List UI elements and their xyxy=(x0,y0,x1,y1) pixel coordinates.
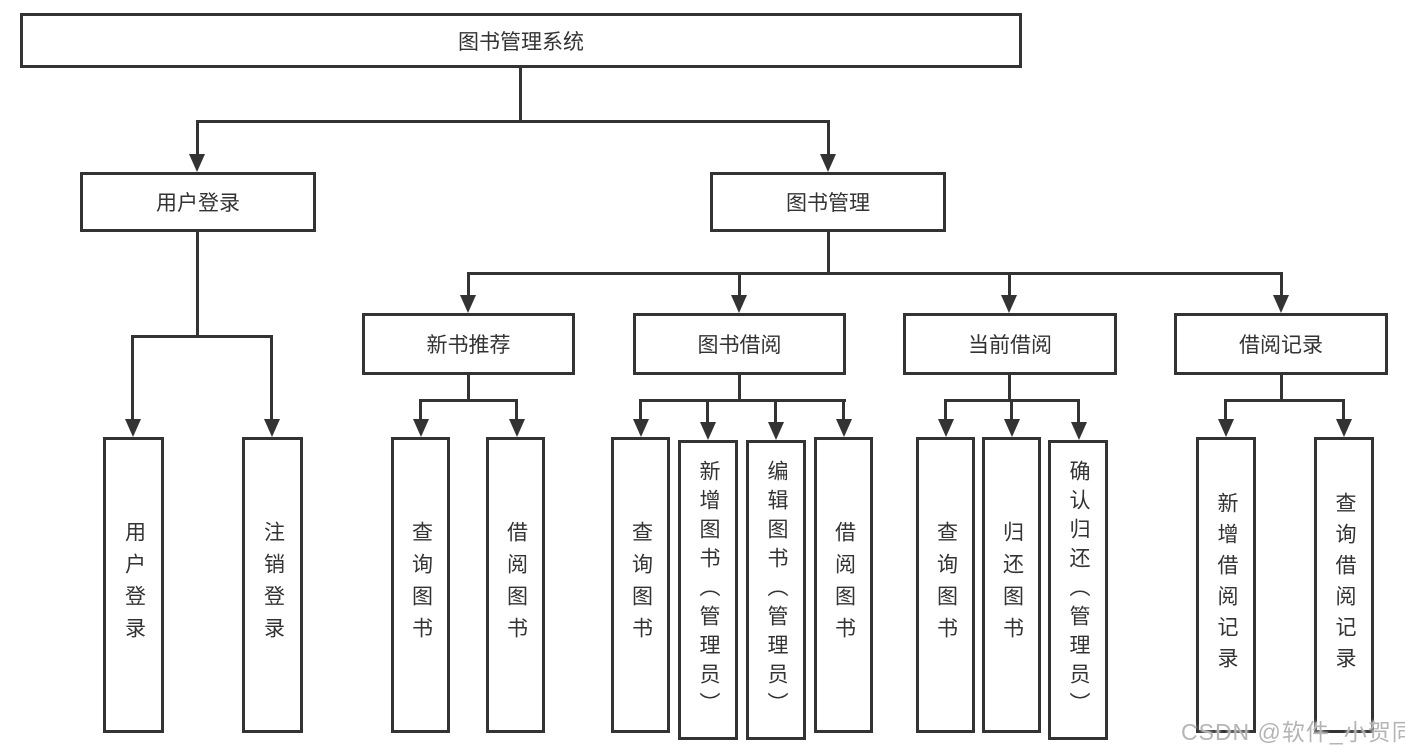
node-book-management: 图书管理 xyxy=(710,172,946,232)
node-label: 借阅图书 xyxy=(832,521,856,649)
node-user-login: 用户登录 xyxy=(80,172,316,232)
leaf-edit-book-admin: 编辑图书（管理员） xyxy=(746,440,806,740)
arrow-down-icon xyxy=(509,419,525,437)
leaf-query-books-2: 查询图书 xyxy=(611,437,670,733)
connector-line xyxy=(706,399,709,423)
node-label: 新增图书（管理员） xyxy=(697,459,720,721)
leaf-query-borrow-record: 查询借阅记录 xyxy=(1314,437,1374,733)
connector-line xyxy=(639,399,846,402)
connector-line xyxy=(738,375,741,402)
node-label: 图书管理系统 xyxy=(458,30,584,54)
connector-line xyxy=(1077,399,1080,423)
csdn-watermark: CSDN @软件_小贺同学 xyxy=(1181,719,1405,745)
connector-line xyxy=(515,399,518,423)
connector-line xyxy=(270,335,273,423)
connector-line xyxy=(1280,272,1283,299)
connector-line xyxy=(1008,375,1011,402)
node-label: 图书管理 xyxy=(786,192,870,215)
node-label: 查询图书 xyxy=(934,521,958,649)
arrow-down-icon xyxy=(820,154,836,172)
node-label: 当前借阅 xyxy=(968,334,1052,357)
arrow-down-icon xyxy=(836,419,852,437)
node-label: 编辑图书（管理员） xyxy=(765,459,788,721)
leaf-add-book-admin: 新增图书（管理员） xyxy=(678,440,738,740)
connector-line xyxy=(131,335,134,423)
arrow-down-icon xyxy=(189,154,205,172)
connector-line xyxy=(196,120,830,123)
arrow-down-icon xyxy=(1218,419,1234,437)
arrow-down-icon xyxy=(1336,419,1352,437)
connector-line xyxy=(842,399,845,423)
node-label: 借阅记录 xyxy=(1239,334,1323,357)
connector-line xyxy=(774,399,777,423)
connector-line xyxy=(639,399,642,423)
node-new-book-recommend: 新书推荐 xyxy=(362,313,575,375)
connector-line xyxy=(1342,399,1345,423)
connector-line xyxy=(738,272,741,299)
connector-line xyxy=(1010,399,1013,423)
leaf-query-books-3: 查询图书 xyxy=(916,437,975,733)
leaf-user-login: 用户登录 xyxy=(103,437,164,733)
arrow-down-icon xyxy=(768,422,784,440)
connector-line xyxy=(419,399,518,402)
arrow-down-icon xyxy=(1273,295,1289,313)
connector-line xyxy=(467,375,470,402)
arrow-down-icon xyxy=(1001,295,1017,313)
leaf-borrow-books-1: 借阅图书 xyxy=(486,437,545,733)
node-label: 新书推荐 xyxy=(426,334,511,357)
node-label: 查询图书 xyxy=(629,521,653,649)
arrow-down-icon xyxy=(460,295,476,313)
connector-line xyxy=(1008,272,1011,299)
node-book-borrow: 图书借阅 xyxy=(633,313,846,375)
leaf-query-books-1: 查询图书 xyxy=(391,437,450,733)
node-label: 新增借阅记录 xyxy=(1215,492,1238,678)
arrow-down-icon xyxy=(264,419,280,437)
arrow-down-icon xyxy=(633,419,649,437)
node-label: 查询图书 xyxy=(409,521,433,649)
leaf-return-books: 归还图书 xyxy=(982,437,1041,733)
connector-line xyxy=(467,272,470,299)
connector-line xyxy=(467,272,1283,275)
node-label: 用户登录 xyxy=(156,192,240,215)
connector-line xyxy=(944,399,947,423)
leaf-add-borrow-record: 新增借阅记录 xyxy=(1196,437,1256,733)
arrow-down-icon xyxy=(413,419,429,437)
connector-line xyxy=(519,68,522,123)
node-current-borrow: 当前借阅 xyxy=(903,313,1117,375)
node-library-system: 图书管理系统 xyxy=(20,13,1022,68)
node-label: 借阅图书 xyxy=(504,521,528,649)
node-label: 归还图书 xyxy=(1000,521,1024,649)
connector-line xyxy=(196,232,199,337)
connector-line xyxy=(827,120,830,158)
node-label: 用户登录 xyxy=(122,521,146,649)
leaf-confirm-return-admin: 确认归还（管理员） xyxy=(1048,440,1108,740)
arrow-down-icon xyxy=(1004,419,1020,437)
arrow-down-icon xyxy=(731,295,747,313)
node-label: 查询借阅记录 xyxy=(1333,492,1356,678)
arrow-down-icon xyxy=(938,419,954,437)
connector-line xyxy=(1224,399,1227,423)
node-label: 确认归还（管理员） xyxy=(1067,459,1090,721)
leaf-logout: 注销登录 xyxy=(242,437,303,733)
connector-line xyxy=(419,399,422,423)
node-label: 注销登录 xyxy=(261,521,285,649)
arrow-down-icon xyxy=(1071,422,1087,440)
connector-line xyxy=(131,335,273,338)
arrow-down-icon xyxy=(125,419,141,437)
arrow-down-icon xyxy=(700,422,716,440)
leaf-borrow-books-2: 借阅图书 xyxy=(814,437,873,733)
node-label: 图书借阅 xyxy=(697,334,782,357)
connector-line xyxy=(1224,399,1345,402)
connector-line xyxy=(1280,375,1283,402)
connector-line xyxy=(196,120,199,158)
node-borrow-records: 借阅记录 xyxy=(1174,313,1388,375)
connector-line xyxy=(827,232,830,275)
